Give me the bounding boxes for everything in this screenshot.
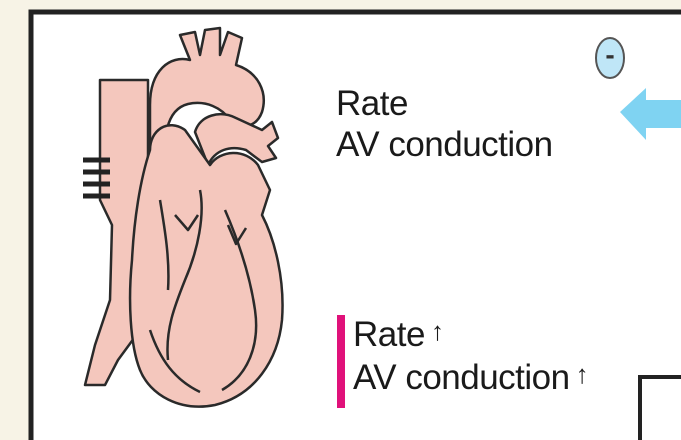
upper-effect-av-conduction: AV conduction [336,127,553,162]
accent-bar [337,315,345,408]
inhibit-badge-label: - [600,39,620,71]
lower-effect-rate-text: Rate [353,315,425,354]
lower-effect-av-conduction-text: AV conduction [353,358,570,397]
lower-effect-rate: Rate↑ [353,317,443,352]
lower-effect-av-conduction: AV conduction↑ [353,360,588,395]
heart-body-shape [130,125,282,406]
heart-illustration [85,28,283,407]
av-conduction-increase-arrow-icon: ↑ [576,359,589,389]
rate-increase-arrow-icon: ↑ [431,316,444,346]
upper-effect-rate: Rate [336,86,408,121]
